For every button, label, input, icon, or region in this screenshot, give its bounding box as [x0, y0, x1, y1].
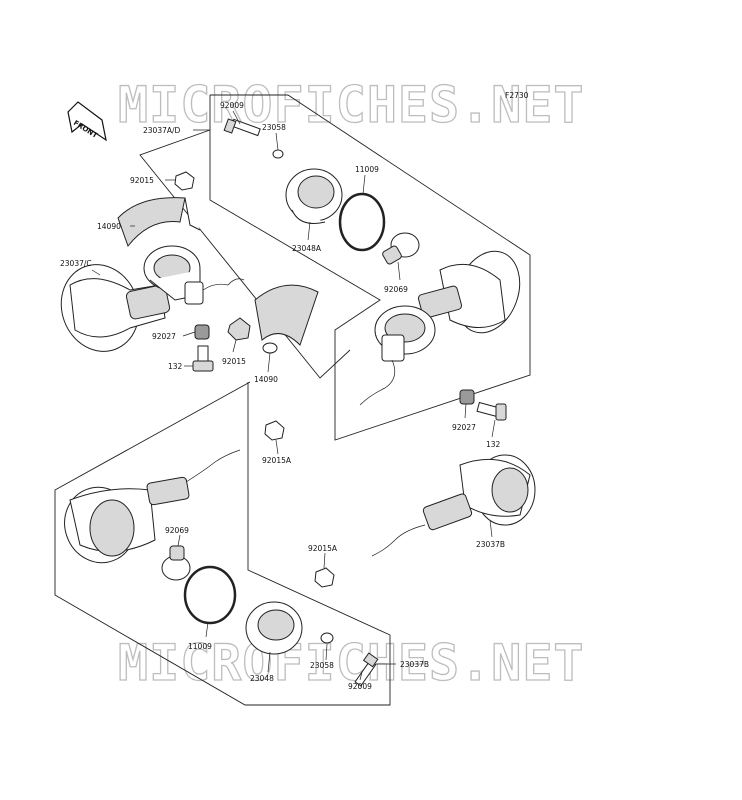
washer-23058-bottom — [320, 632, 334, 644]
turn-signal-rear-left — [64, 449, 241, 564]
turn-signal-rear-right — [371, 454, 536, 557]
nut-92015-left — [174, 171, 195, 191]
gasket-11009-bottom — [183, 565, 237, 625]
leader-lines — [91, 110, 496, 681]
bolt-132-right — [476, 401, 507, 421]
front-arrow-icon: FRONT — [67, 101, 107, 142]
bulb-92069-bottom — [161, 545, 191, 581]
watermark-top: MICROFICHES.NET — [118, 76, 585, 134]
turn-signal-front-right — [359, 250, 521, 406]
cover-14090-left — [117, 197, 201, 248]
label-23058-top: 23058 — [262, 123, 286, 132]
lens-23048a — [285, 168, 343, 224]
label-92009-top: 92009 — [220, 101, 244, 110]
lens-23048 — [245, 601, 303, 655]
label-92015-mid: 92015 — [222, 357, 246, 366]
label-92027-right: 92027 — [452, 423, 476, 432]
turn-signal-front-left — [60, 245, 245, 352]
label-132-right: 132 — [486, 440, 501, 449]
watermark-bottom: MICROFICHES.NET — [118, 634, 585, 692]
washer-23058-top — [272, 149, 284, 159]
label-23058-bottom: 23058 — [310, 661, 334, 670]
cover-14090-mid — [254, 284, 319, 354]
label-92009-bottom: 92009 — [348, 682, 372, 691]
label-23037b-right: 23037B — [476, 540, 505, 549]
label-14090-left: 14090 — [97, 222, 121, 231]
group-outline-left — [139, 129, 351, 379]
gasket-11009-top — [338, 192, 386, 252]
label-23037ad: 23037A/D — [143, 126, 181, 135]
bolt-132-left — [192, 345, 214, 372]
label-14090-mid: 14090 — [254, 375, 278, 384]
label-23048: 23048 — [250, 674, 274, 683]
label-23037b-bottom: 23037B — [400, 660, 429, 669]
label-23048a: 23048A — [292, 244, 322, 253]
nut-92015-mid — [227, 317, 251, 341]
screw-92009-top — [223, 118, 261, 137]
label-92015a-top: 92015A — [262, 456, 292, 465]
label-23037c: 23037/C — [60, 259, 92, 268]
label-92069-bottom: 92069 — [165, 526, 189, 535]
label-11009-bottom: 11009 — [188, 642, 212, 651]
group-outline-upper — [209, 94, 531, 441]
nut-92015a-top — [264, 420, 285, 441]
label-92015a-bottom: 92015A — [308, 544, 338, 553]
collar-92027-left — [194, 324, 210, 340]
label-92027-left: 92027 — [152, 332, 176, 341]
label-92069-top: 92069 — [384, 285, 408, 294]
label-132-left: 132 — [168, 362, 183, 371]
figure-code: F2730 — [505, 91, 529, 100]
group-outline-lower — [54, 381, 391, 706]
collar-92027-right — [459, 389, 475, 405]
label-11009-top: 11009 — [355, 165, 379, 174]
bulb-92069-top — [382, 232, 420, 265]
nut-92015a-bottom — [314, 567, 335, 588]
label-92015-left: 92015 — [130, 176, 154, 185]
